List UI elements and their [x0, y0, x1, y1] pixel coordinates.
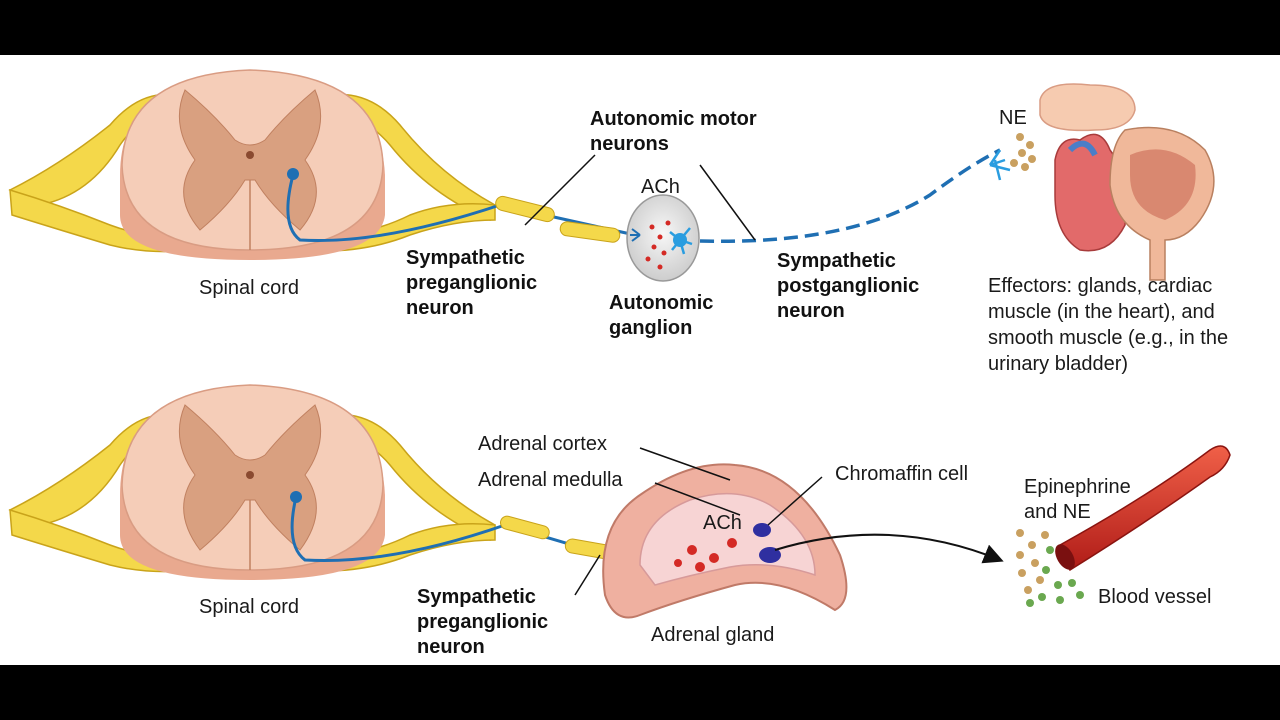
effectors-label: Effectors: glands, cardiac muscle (in th… — [988, 275, 1229, 375]
leader-line — [639, 447, 731, 481]
spinal-cord-label-top: Spinal cord — [199, 277, 300, 299]
adrenal-medulla-label: Adrenal medulla — [478, 469, 623, 491]
leader-line — [699, 164, 756, 241]
effector-organs — [1039, 83, 1215, 281]
hormone-molecules — [1016, 529, 1084, 607]
spinal-cord-bottom — [8, 384, 496, 580]
spinal-cord-top — [8, 69, 496, 260]
adrenal-cortex-label: Adrenal cortex — [478, 433, 607, 455]
autonomic-ganglion — [626, 194, 700, 282]
autonomic-motor-neurons-label: Autonomic motor neurons — [590, 108, 757, 155]
diagram-illustration — [8, 69, 1231, 619]
adrenal-gland — [602, 463, 848, 619]
leader-line — [574, 554, 601, 596]
leader-line — [654, 482, 741, 516]
ach-label-top: ACh — [641, 176, 680, 198]
hormone-release-arrow — [774, 533, 1004, 564]
postganglionic-label: Sympathetic postganglionic neuron — [777, 250, 920, 322]
epinephrine-ne-label: Epinephrine and NE — [1024, 476, 1131, 523]
chromaffin-cell-label: Chromaffin cell — [835, 463, 969, 485]
preganglionic-label-top: Sympathetic preganglionic neuron — [406, 247, 538, 319]
preganglionic-label-bottom: Sympathetic preganglionic neuron — [417, 586, 549, 658]
axon-terminal-top — [988, 133, 1036, 181]
blood-vessel — [1055, 445, 1231, 572]
preganglionic-neuron-top — [286, 168, 636, 243]
diagram-canvas: Spinal cord Autonomic motor neurons ACh … — [0, 55, 1280, 665]
blood-vessel-label: Blood vessel — [1098, 586, 1212, 608]
ach-label-bottom: ACh — [703, 512, 742, 534]
leader-line — [524, 154, 596, 226]
autonomic-ganglion-label: Autonomic ganglion — [609, 292, 714, 339]
spinal-cord-label-bottom: Spinal cord — [199, 596, 300, 618]
leader-line — [767, 476, 823, 526]
ne-label: NE — [999, 107, 1027, 129]
adrenal-gland-label: Adrenal gland — [651, 624, 775, 646]
postganglionic-neuron-top — [699, 148, 1001, 244]
